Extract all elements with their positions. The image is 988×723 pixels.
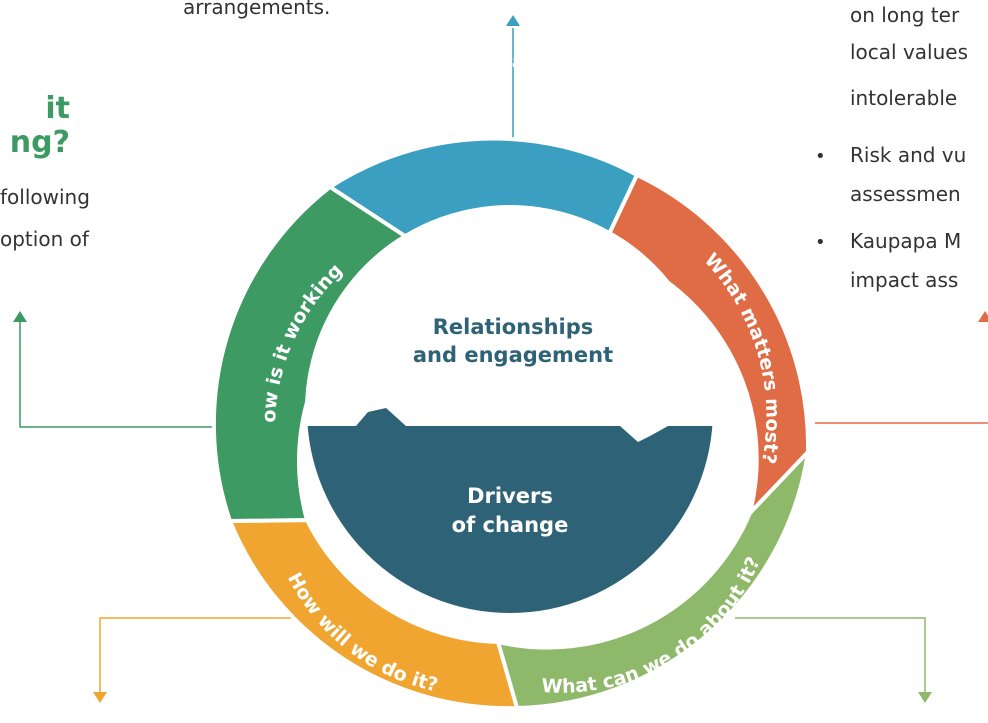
bullet-icon: • — [815, 146, 826, 167]
arrow-up-icon — [506, 15, 520, 26]
center-bottom-line1: Drivers — [467, 484, 553, 508]
arrow-up-icon — [978, 311, 988, 322]
connector-bottom-right — [735, 617, 926, 692]
right-bullet3-line1: Kaupapa M — [850, 229, 962, 253]
left-body-line1: following — [0, 185, 90, 209]
right-bullet2-line1: Risk and vu — [850, 143, 967, 167]
bullet-icon: • — [815, 232, 826, 253]
connector-left — [19, 322, 262, 428]
left-body-line2: option of — [0, 227, 89, 251]
left-heading-line2: ng? — [9, 125, 70, 160]
right-bullet2-line2: assessmen — [850, 182, 961, 206]
arrow-down-icon — [918, 692, 932, 703]
center-bottom-line2: of change — [452, 513, 569, 537]
arrow-down-icon — [93, 692, 107, 703]
right-text-line3: intolerable — [850, 86, 958, 110]
segment-what-matters-most — [599, 172, 811, 520]
right-text-line2: local values — [850, 40, 969, 64]
connector-bottom-left — [99, 617, 322, 692]
center-top-line2: and engagement — [413, 343, 613, 367]
label-what-is-happening: What is happening? — [412, 51, 624, 116]
arrow-up-icon — [13, 311, 27, 322]
segment-how-will-we-do-it — [227, 517, 520, 711]
left-heading-line1: it — [45, 91, 70, 126]
connector-lines — [13, 15, 988, 703]
center-top-line1: Relationships — [433, 315, 594, 339]
segment-what-can-we-do — [495, 446, 811, 711]
top-text: arrangements. — [183, 0, 331, 19]
right-text-line1: on long ter — [850, 3, 960, 27]
right-bullet3-line2: impact ass — [850, 268, 959, 292]
